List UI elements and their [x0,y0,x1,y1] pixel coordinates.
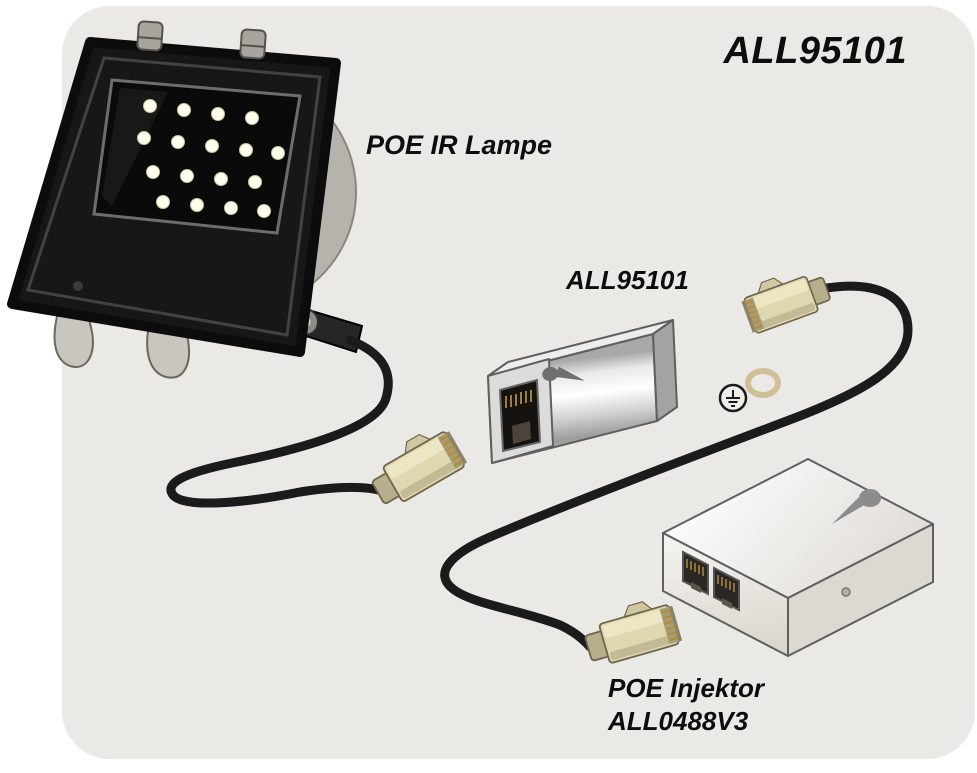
rj45-plug-icon [736,261,834,336]
converter-label: ALL95101 [566,265,689,295]
page-title: ALL95101 [723,30,907,72]
rj45-plug-icon [362,419,470,512]
converter-rj45-port [498,378,542,453]
injector-label-line1: POE Injektor [608,673,765,703]
lamp-glass-highlight [102,88,168,206]
lamp-label: POE IR Lampe [366,130,553,160]
injector-label-line2: ALL0488V3 [608,705,749,736]
ir-lamp-illustration [7,20,364,379]
keyhole-logo-icon [832,489,881,524]
poe-injector-illustration [662,458,934,657]
grounding-ring [745,368,781,398]
ethernet-cable-lamp [166,335,393,508]
keyhole-logo-icon [542,366,585,381]
injector-rj45-ports [682,550,740,612]
ground-symbol-icon [718,383,748,413]
poe-converter-illustration [487,319,678,464]
injector-led-dot [841,587,851,597]
lamp-mount-clips [136,20,267,60]
rj45-plug-icon [579,593,684,670]
lamp-screw [73,281,83,291]
lamp-led-array [137,99,285,218]
ethernet-cable-injector [440,281,913,652]
injector-label: POE Injektor ALL0488V3 [608,672,764,737]
converter-right-end [652,319,678,422]
lamp-frame [26,56,322,337]
injector-right-face [787,523,934,657]
